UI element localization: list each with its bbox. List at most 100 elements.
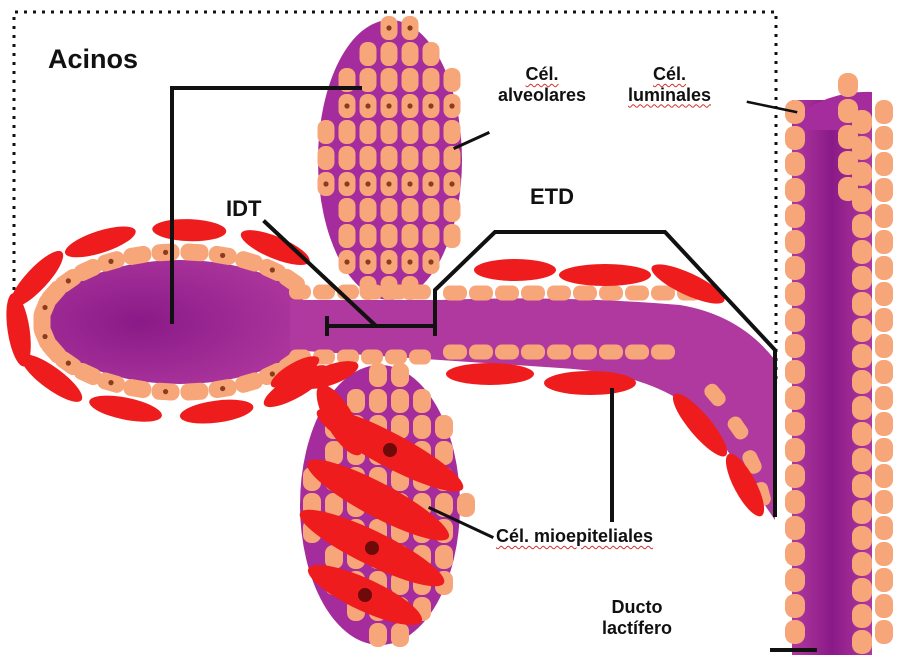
- cell-nucleus: [428, 103, 433, 108]
- luminal-cell: [339, 224, 356, 248]
- luminal-cell: [521, 286, 545, 301]
- luminal-cell: [785, 464, 805, 488]
- cell-nucleus: [163, 389, 168, 394]
- luminal-cell: [875, 100, 893, 124]
- luminal-cell: [785, 360, 805, 384]
- luminal-cell: [785, 308, 805, 332]
- luminal-cell: [785, 334, 805, 358]
- luminal-cell: [875, 568, 893, 592]
- cell-nucleus: [407, 181, 412, 186]
- luminal-cell: [435, 545, 453, 569]
- cell-nucleus: [42, 305, 47, 310]
- luminal-cell: [875, 516, 893, 540]
- luminal-cell: [785, 620, 805, 644]
- luminal-cell: [423, 42, 440, 66]
- luminal-cell: [838, 73, 858, 97]
- luminal-cell: [875, 360, 893, 384]
- luminal-cell: [361, 350, 383, 365]
- luminal-cell: [360, 198, 377, 222]
- luminal-cell: [444, 224, 461, 248]
- cell-nucleus: [407, 25, 412, 30]
- luminal-cell: [785, 282, 805, 306]
- luminal-cell: [852, 292, 872, 316]
- mioepiteliales-label: Cél. mioepiteliales: [496, 526, 653, 547]
- cell-nucleus: [66, 278, 71, 283]
- cell-nucleus: [365, 103, 370, 108]
- luminal-cell: [360, 224, 377, 248]
- luminal-cell: [423, 68, 440, 92]
- luminal-cell: [875, 178, 893, 202]
- cell-nucleus: [386, 181, 391, 186]
- luminal-cell: [402, 120, 419, 144]
- luminal-cell: [469, 286, 493, 301]
- luminal-cell: [785, 490, 805, 514]
- luminal-cell: [785, 594, 805, 618]
- luminal-cell: [852, 630, 872, 654]
- luminal-cell: [423, 120, 440, 144]
- luminal-cell: [785, 178, 805, 202]
- luminal-cell: [369, 389, 387, 413]
- luminal-cell: [318, 146, 335, 170]
- idt-label: IDT: [226, 196, 261, 221]
- luminal-cell: [385, 350, 407, 365]
- luminal-cell: [852, 448, 872, 472]
- luminal-cell: [875, 204, 893, 228]
- myoepithelial-cell: [559, 264, 651, 286]
- luminal-cell: [875, 438, 893, 462]
- cell-nucleus: [449, 103, 454, 108]
- luminal-cell: [785, 230, 805, 254]
- luminal-cell: [423, 146, 440, 170]
- luminal-cell: [289, 285, 311, 300]
- luminal-cell: [180, 243, 209, 261]
- cell-nucleus: [220, 253, 225, 258]
- luminal-cell: [573, 345, 597, 360]
- myoepithelial-cell: [474, 259, 556, 281]
- luminal-cell: [369, 623, 387, 647]
- luminal-cell: [875, 386, 893, 410]
- luminal-cell: [785, 256, 805, 280]
- luminal-cell: [785, 204, 805, 228]
- alveolares-label-line1: Cél.: [498, 64, 586, 85]
- luminal-cell: [875, 490, 893, 514]
- luminal-cell: [875, 594, 893, 618]
- cell-nucleus: [42, 334, 47, 339]
- cell-nucleus: [365, 259, 370, 264]
- luminal-cell: [361, 285, 383, 300]
- cell-nucleus: [108, 380, 113, 385]
- myoepithelial-cell: [446, 363, 534, 385]
- luminal-cell: [852, 526, 872, 550]
- luminal-cell: [318, 120, 335, 144]
- luminal-cell: [599, 286, 623, 301]
- acinos-label: Acinos: [48, 44, 138, 75]
- luminal-cell: [339, 146, 356, 170]
- luminal-cell: [413, 389, 431, 413]
- luminal-cell: [381, 146, 398, 170]
- luminal-cell: [852, 266, 872, 290]
- luminal-cell: [444, 120, 461, 144]
- myoepithelial-cell: [152, 218, 227, 242]
- luminal-cell: [521, 345, 545, 360]
- luminal-cell: [875, 256, 893, 280]
- cell-nucleus: [66, 361, 71, 366]
- cell-nucleus: [108, 259, 113, 264]
- luminal-cell: [651, 345, 675, 360]
- cell-nucleus: [386, 25, 391, 30]
- luminal-cell: [875, 464, 893, 488]
- luminal-cell: [381, 224, 398, 248]
- luminal-cell: [409, 285, 431, 300]
- luminal-cell: [360, 146, 377, 170]
- luminal-cell: [573, 286, 597, 301]
- myoepithelial-cell: [647, 257, 729, 311]
- myoepithelial-nucleus: [383, 443, 397, 457]
- luminal-cell: [651, 286, 675, 301]
- cell-nucleus: [449, 181, 454, 186]
- cell-nucleus: [270, 371, 275, 376]
- luminal-cell: [381, 120, 398, 144]
- luminal-cell: [852, 344, 872, 368]
- luminal-cell: [444, 68, 461, 92]
- luminal-cell: [423, 224, 440, 248]
- luminal-cell: [852, 318, 872, 342]
- cell-nucleus: [344, 103, 349, 108]
- luminal-cell: [852, 604, 872, 628]
